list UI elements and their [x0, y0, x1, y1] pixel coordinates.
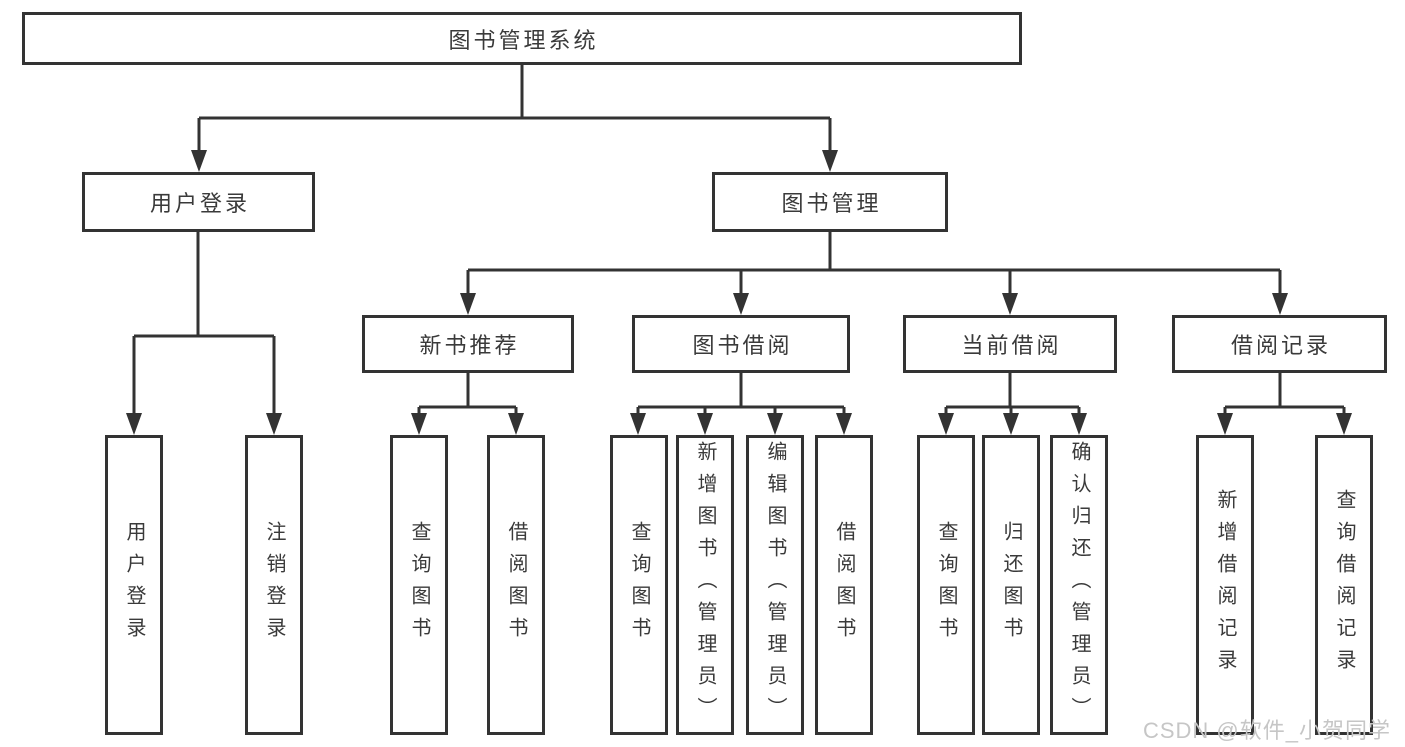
leaf-borrow-add-book-admin: 新增图书（管理员） — [676, 435, 734, 735]
leaf-user-login: 用户登录 — [105, 435, 163, 735]
csdn-watermark: CSDN @软件_小贺同学 — [1142, 718, 1391, 743]
leaf-borrow-borrow-book: 借阅图书 — [815, 435, 873, 735]
leaf-records-query-record: 查询借阅记录 — [1315, 435, 1373, 735]
node-borrow-records: 借阅记录 — [1172, 315, 1387, 373]
leaf-borrow-query-book: 查询图书 — [610, 435, 668, 735]
node-book-borrow: 图书借阅 — [632, 315, 850, 373]
node-current-borrow: 当前借阅 — [903, 315, 1117, 373]
leaf-records-add-record: 新增借阅记录 — [1196, 435, 1254, 735]
leaf-recommend-query-book: 查询图书 — [390, 435, 448, 735]
leaf-borrow-edit-book-admin: 编辑图书（管理员） — [746, 435, 804, 735]
leaf-recommend-borrow-book: 借阅图书 — [487, 435, 545, 735]
node-new-book-recommend: 新书推荐 — [362, 315, 574, 373]
leaf-current-confirm-return-admin: 确认归还（管理员） — [1050, 435, 1108, 735]
node-root-system: 图书管理系统 — [22, 12, 1022, 65]
leaf-logout: 注销登录 — [245, 435, 303, 735]
leaf-current-return-book: 归还图书 — [982, 435, 1040, 735]
leaf-current-query-book: 查询图书 — [917, 435, 975, 735]
node-user-login-branch: 用户登录 — [82, 172, 315, 232]
node-book-management-branch: 图书管理 — [712, 172, 948, 232]
